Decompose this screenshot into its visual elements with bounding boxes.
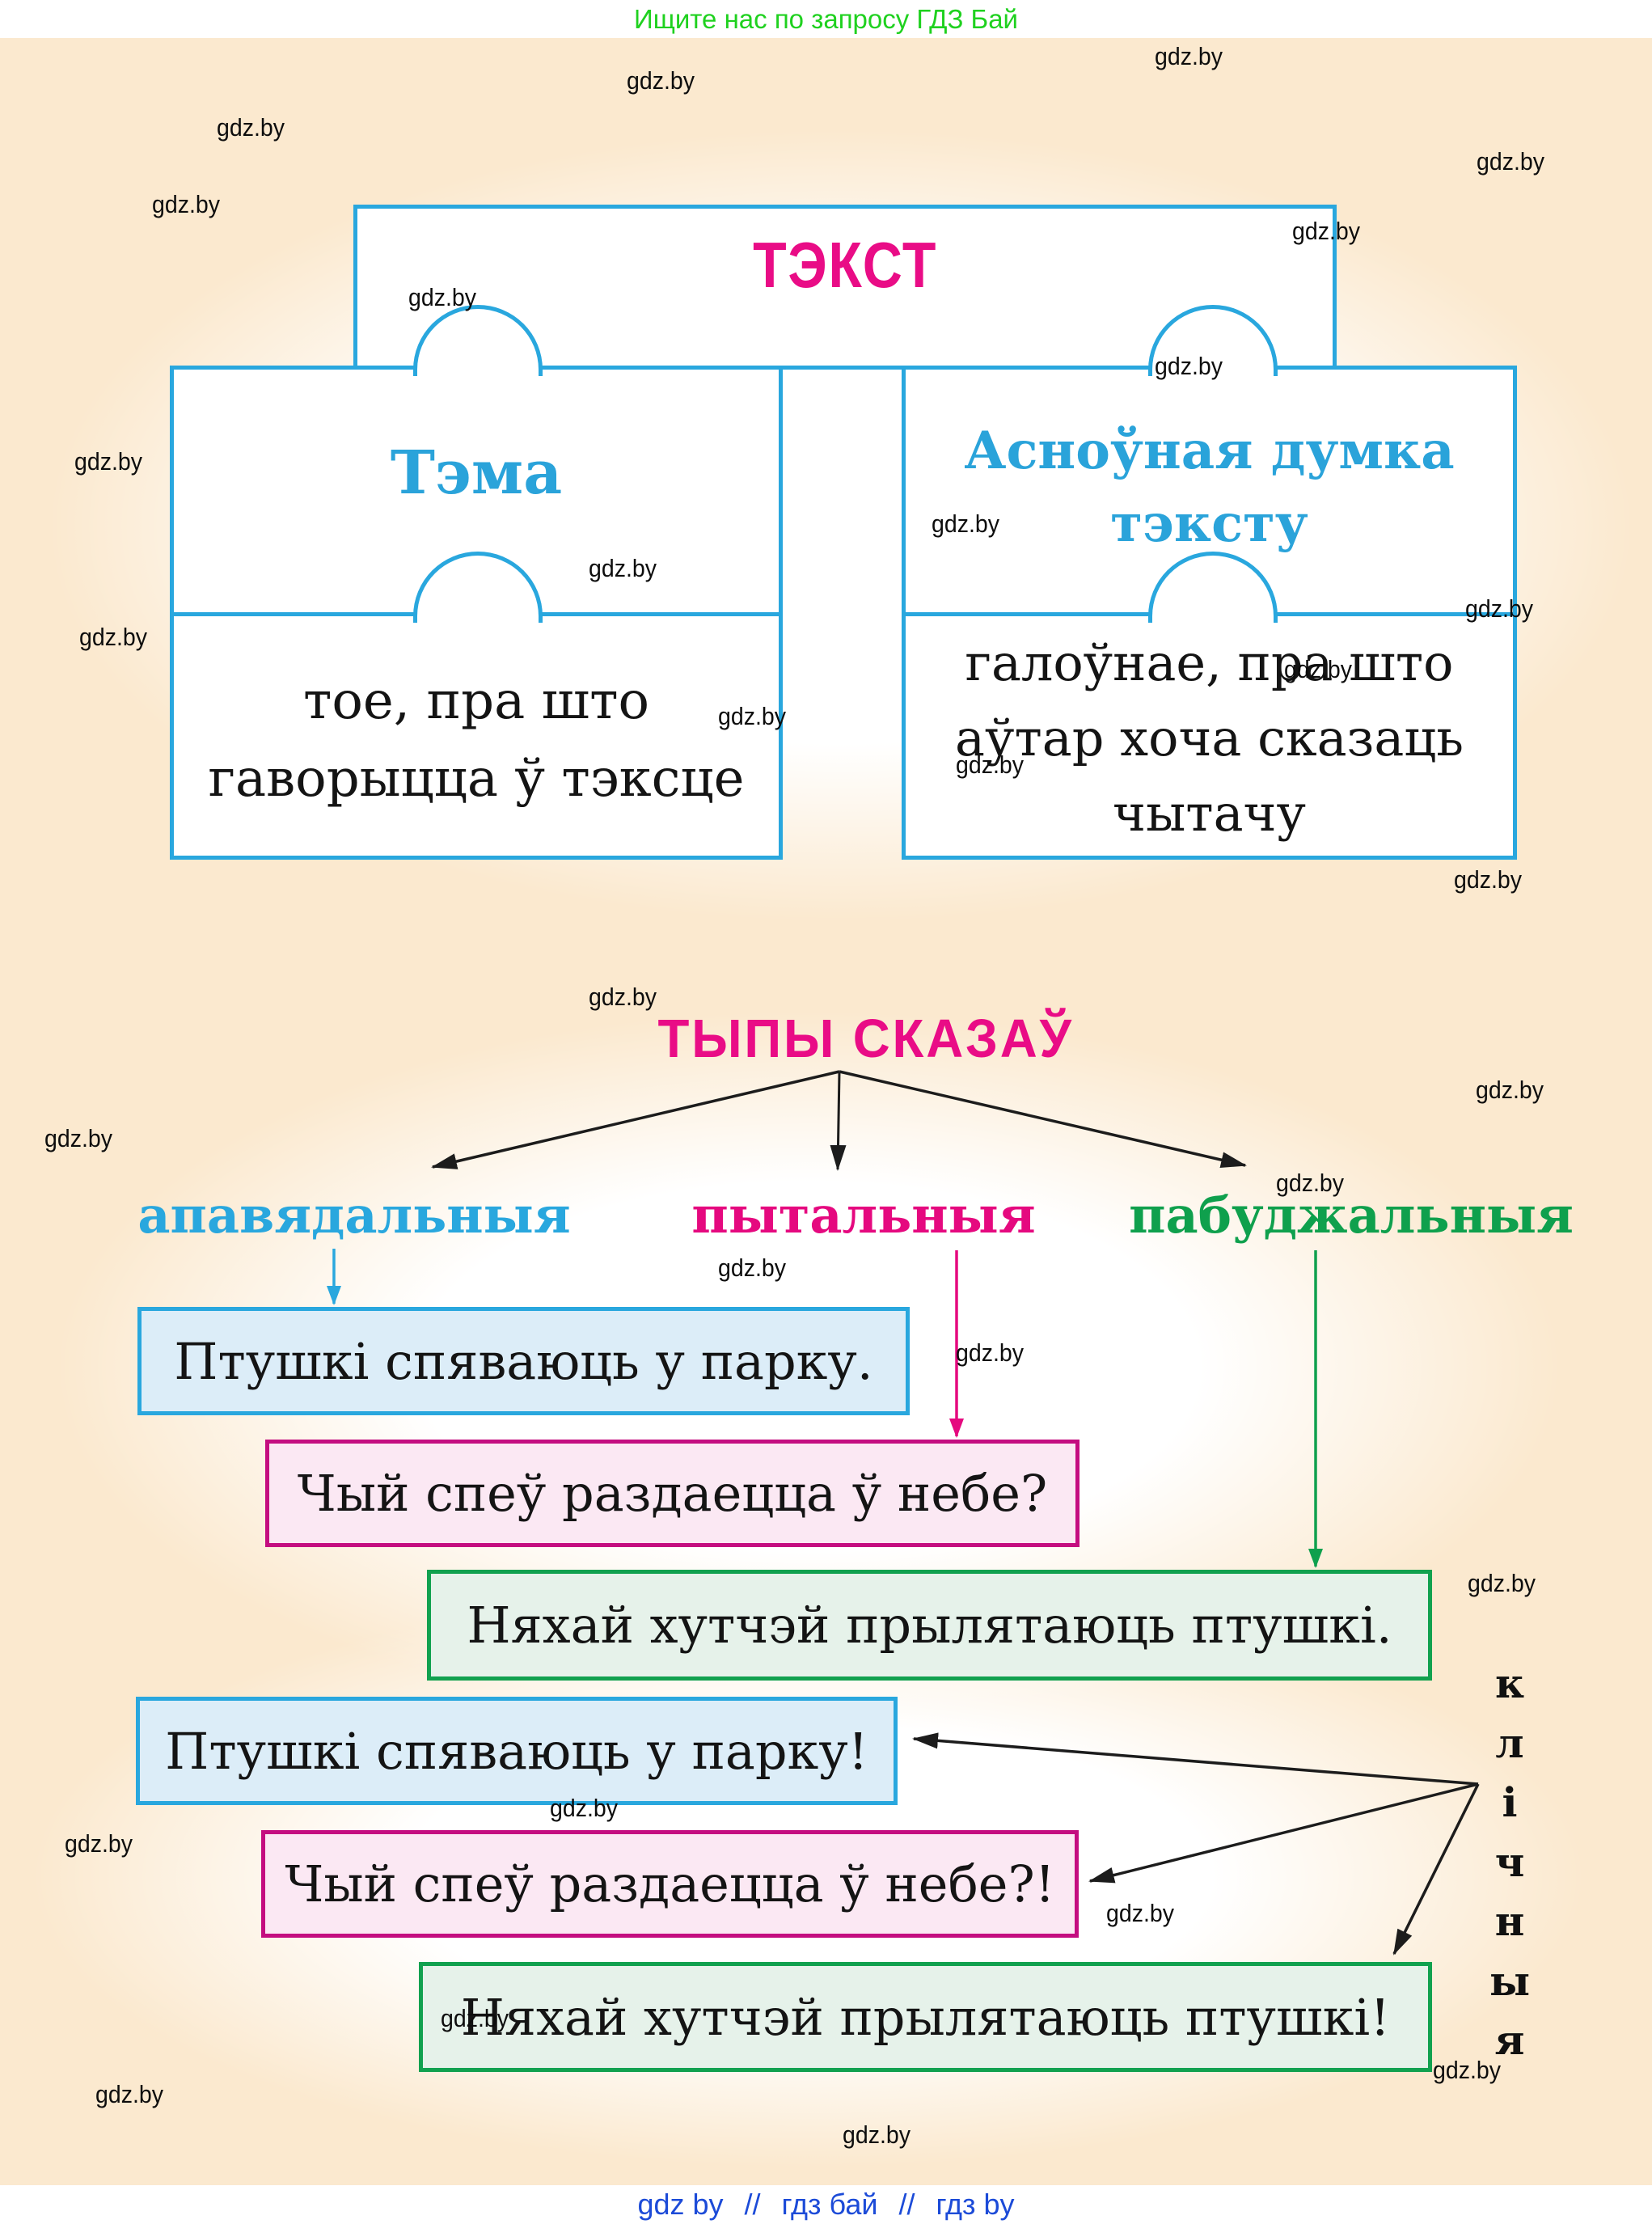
footer-link-gdz-bai[interactable]: гдз бай	[781, 2188, 878, 2221]
exclamatory-letter: і	[1502, 1778, 1518, 1826]
footer-bar: gdz by // гдз бай // гдз by	[0, 2185, 1652, 2224]
arrow-title-to-imperative	[839, 1070, 1247, 1168]
tema-heading: Тэма	[390, 438, 563, 508]
example-sentence: Няхай хутчэй прылятаюць птушкі!	[460, 1987, 1391, 2047]
gdz-watermark: gdz.by	[74, 447, 143, 476]
footer-link-gdz-by-2[interactable]: гдз by	[936, 2188, 1015, 2221]
example-box-interrogative-exclamatory: Чый спеў раздаецца ў небе?!	[261, 1830, 1079, 1938]
footer-separator: //	[744, 2188, 761, 2221]
gdz-watermark: gdz.by	[44, 1124, 113, 1152]
example-box-interrogative: Чый спеў раздаецца ў небе?	[265, 1440, 1080, 1547]
arrow-exclamatory-to-interrogative	[1088, 1782, 1479, 1884]
arrow-title-to-interrogative	[830, 1071, 847, 1171]
gdz-watermark: gdz.by	[79, 623, 148, 651]
gdz-watermark: gdz.by	[1106, 1899, 1175, 1927]
example-box-declarative-exclamatory: Птушкі спяваюць у парку!	[136, 1697, 898, 1805]
exclamatory-letter: к	[1494, 1660, 1525, 1707]
gdz-watermark: gdz.by	[1155, 42, 1223, 70]
exclamatory-letter: л	[1495, 1719, 1524, 1767]
type-label-imperative: пабуджальныя	[1129, 1186, 1574, 1245]
gdz-watermark: gdz.by	[65, 1829, 133, 1858]
main-idea-description: галоўнае, пра што аўтар хоча сказаць чыт…	[955, 632, 1464, 843]
example-box-imperative: Няхай хутчэй прылятаюць птушкі.	[427, 1570, 1432, 1681]
exclamatory-word: к л і ч н ы я	[1481, 1660, 1538, 2064]
exclamatory-letter: ы	[1489, 1956, 1531, 2005]
gdz-watermark: gdz.by	[217, 113, 285, 142]
gdz-watermark: gdz.by	[1454, 865, 1523, 894]
example-box-declarative: Птушкі спяваюць у парку.	[137, 1307, 910, 1415]
type-label-declarative: апавядальныя	[137, 1186, 571, 1245]
gdz-watermark: gdz.by	[956, 1338, 1025, 1367]
example-sentence: Птушкі спяваюць у парку.	[174, 1331, 873, 1391]
type-label-interrogative: пытальныя	[691, 1186, 1036, 1245]
tema-description: тое, пра што гаворыцца ў тэксце	[208, 671, 745, 809]
gdz-watermark: gdz.by	[843, 2120, 911, 2149]
example-sentence: Няхай хутчэй прылятаюць птушкі.	[467, 1596, 1392, 1655]
promo-text: Ищите нас по запросу ГДЗ Бай	[634, 3, 1018, 34]
example-sentence: Птушкі спяваюць у парку!	[165, 1721, 868, 1781]
example-sentence: Чый спеў раздаецца ў небе?!	[285, 1854, 1055, 1913]
gdz-watermark: gdz.by	[1468, 1569, 1536, 1597]
example-box-imperative-exclamatory: Няхай хутчэй прылятаюць птушкі!	[419, 1962, 1432, 2072]
arrow-title-to-declarative	[431, 1070, 840, 1169]
gdz-watermark: gdz.by	[627, 66, 695, 95]
exclamatory-letter: я	[1494, 2016, 1525, 2064]
arrow-exclamatory-to-imperative	[1392, 1783, 1480, 1956]
gdz-watermark: gdz.by	[1477, 147, 1545, 175]
diagram1-title: ТЭКСТ	[753, 229, 937, 301]
exclamatory-letter: ч	[1494, 1837, 1525, 1886]
main-idea-heading: Асноўная думка тэксту	[964, 421, 1455, 554]
gdz-watermark: gdz.by	[95, 2080, 164, 2108]
top-promo-bar: Ищите нас по запросу ГДЗ Бай	[0, 0, 1652, 38]
gdz-watermark: gdz.by	[152, 190, 221, 218]
gdz-watermark: gdz.by	[1476, 1076, 1544, 1104]
arrow-exclamatory-to-declarative	[912, 1732, 1479, 1786]
exclamatory-letter: н	[1494, 1897, 1525, 1945]
example-sentence: Чый спеў раздаецца ў небе?	[297, 1464, 1048, 1523]
footer-link-gdz-by[interactable]: gdz by	[637, 2188, 724, 2221]
gdz-watermark: gdz.by	[718, 1254, 787, 1282]
diagram2-title: ТЫПЫ СКАЗАЎ	[657, 1008, 1075, 1069]
footer-separator: //	[898, 2188, 915, 2221]
